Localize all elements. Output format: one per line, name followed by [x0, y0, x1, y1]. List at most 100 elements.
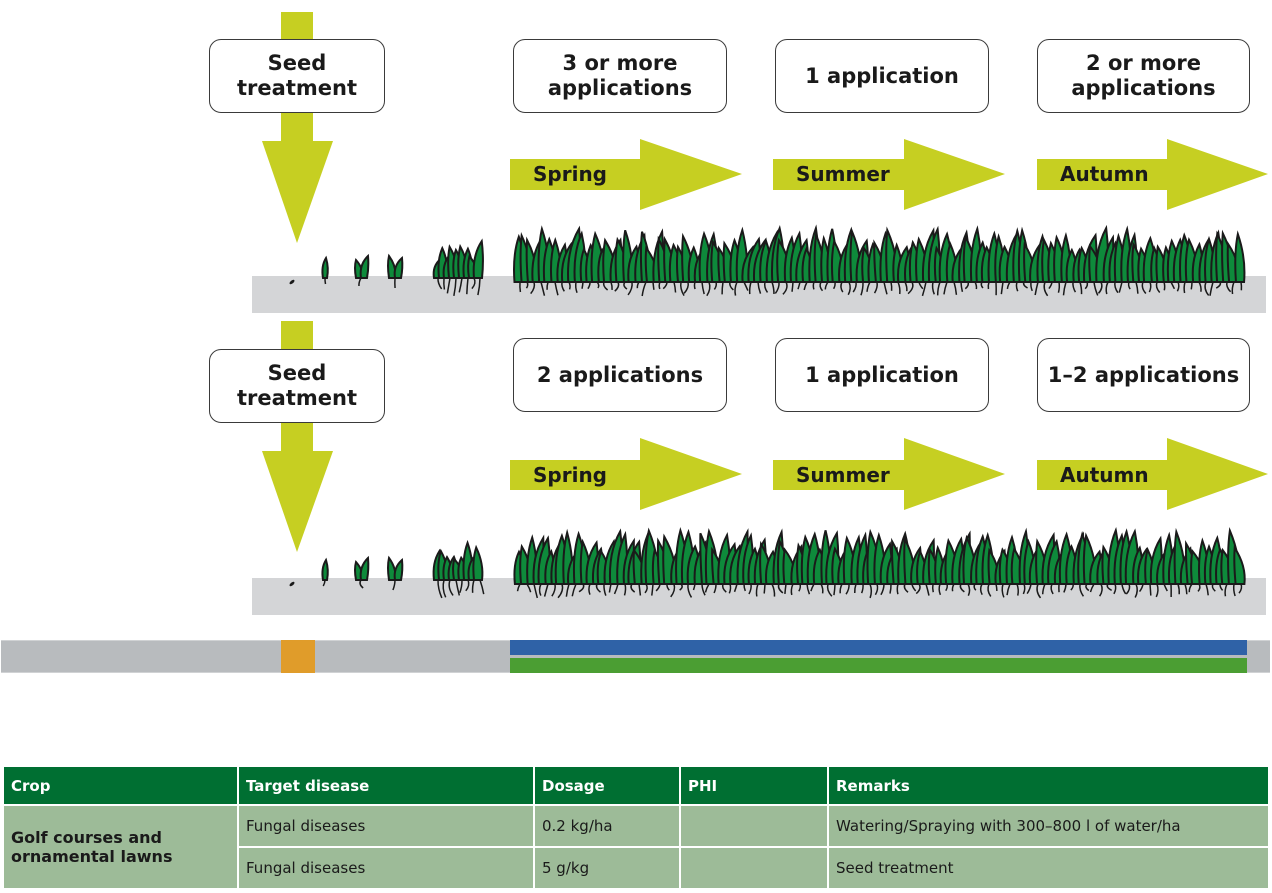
cell-target: Fungal diseases [237, 846, 535, 890]
grass-blade [958, 229, 971, 283]
grass-blade [644, 527, 660, 585]
grass-blade [462, 246, 474, 279]
grass-blade [742, 532, 755, 585]
grass-blade [1124, 528, 1140, 585]
grass-blade [1018, 527, 1030, 585]
grass-blade [735, 226, 749, 283]
grass-blade [359, 253, 370, 279]
grass-blade [765, 229, 780, 283]
table-header-row: Crop Target disease Dosage PHI Remarks [2, 767, 1270, 806]
application-box-summer-2: 1 application [775, 338, 989, 412]
timeline-season-green-segment [510, 658, 1247, 673]
grass-blade [680, 528, 696, 585]
grass-blade [717, 532, 732, 585]
grass-blade [1082, 232, 1098, 283]
grass-blade [447, 244, 459, 279]
season-label-autumn-2: Autumn [1060, 463, 1149, 487]
grass-blade [462, 539, 474, 581]
grass-blade [736, 528, 749, 585]
grass-blade [704, 527, 719, 585]
grass-blade [1215, 230, 1229, 283]
grass-blade [447, 554, 459, 581]
cell-dosage: 5 g/kg [533, 846, 681, 890]
season-label-spring-2: Spring [533, 463, 607, 487]
grass-blade [537, 225, 551, 283]
grass-blade [1113, 532, 1127, 585]
grass-blade [825, 530, 840, 585]
header-dosage: Dosage [533, 767, 681, 806]
grass-blade [1162, 531, 1174, 585]
soil-strip-2 [252, 578, 1266, 615]
grass-blade [387, 253, 397, 279]
grass-blade [699, 532, 712, 585]
grass-blade [590, 230, 606, 283]
grass-blade [472, 238, 484, 279]
grass-blade [1095, 224, 1110, 283]
application-box-autumn-1: 2 or more applications [1037, 39, 1250, 113]
grass-blade [1179, 232, 1193, 283]
season-label-autumn-1: Autumn [1060, 162, 1149, 186]
grass-blade [789, 230, 803, 283]
grass-blade [1017, 226, 1030, 283]
grass-blade [1210, 229, 1223, 283]
grass-blade [1119, 528, 1133, 585]
grass-blade [1227, 526, 1241, 585]
grass-blade [866, 528, 882, 585]
application-box-spring-1: 3 or more applications [513, 39, 727, 113]
grass-blade [387, 555, 397, 581]
cell-remarks: Watering/Spraying with 300–800 l of wate… [827, 804, 1270, 848]
grass-blade [393, 255, 404, 279]
grass-blade [321, 557, 329, 581]
grass-blade [662, 533, 678, 585]
header-target-disease: Target disease [237, 767, 535, 806]
grass-blade [467, 556, 479, 581]
application-box-summer-1: 1 application [775, 39, 989, 113]
grass-blade [885, 226, 899, 283]
grass-blade [1072, 531, 1085, 585]
product-table: Crop Target disease Dosage PHI Remarks G… [2, 767, 1270, 890]
grass-blade [921, 227, 935, 283]
header-phi: PHI [679, 767, 829, 806]
grass-blade [639, 231, 652, 283]
cell-crop: Golf courses and ornamental lawns [2, 804, 239, 890]
grass-blade [975, 533, 989, 585]
grass-blade [843, 226, 857, 283]
grass-blade [472, 544, 484, 581]
grass-blade [437, 548, 449, 581]
grass-blade [432, 548, 444, 581]
season-label-spring-1: Spring [533, 162, 607, 186]
application-box-autumn-2: 1–2 applications [1037, 338, 1250, 412]
grass-blade [820, 530, 832, 585]
grass-blade [622, 229, 634, 283]
grass-blade [640, 531, 652, 585]
grass-blade [808, 224, 820, 283]
grass-blade [800, 534, 815, 585]
grass-blade [442, 555, 454, 581]
grass-blade [856, 531, 869, 585]
season-label-summer-2: Summer [796, 463, 890, 487]
grass-blade [572, 530, 587, 585]
grass-blade [675, 527, 689, 585]
grass-blade [1012, 227, 1024, 283]
cell-phi [679, 804, 829, 848]
grass-blade [938, 231, 954, 283]
grass-blade [1005, 230, 1019, 283]
grass-blade [652, 228, 665, 283]
grass-blade [608, 528, 624, 585]
cell-target: Fungal diseases [237, 804, 535, 848]
timeline-season-blue-segment [510, 640, 1247, 655]
cell-remarks: Seed treatment [827, 846, 1270, 890]
grass-blade [1041, 531, 1056, 585]
season-label-summer-1: Summer [796, 162, 890, 186]
grass-blade [1082, 532, 1097, 585]
grass-blade [321, 255, 329, 279]
grass-blade [442, 252, 454, 279]
grass-blade [562, 528, 574, 585]
grass-blade [879, 230, 893, 283]
grass-blade [873, 531, 887, 585]
grass-blade [393, 557, 404, 581]
application-box-spring-2: 2 applications [513, 338, 727, 412]
grass-blade [452, 247, 464, 279]
grass-blade [616, 530, 629, 585]
